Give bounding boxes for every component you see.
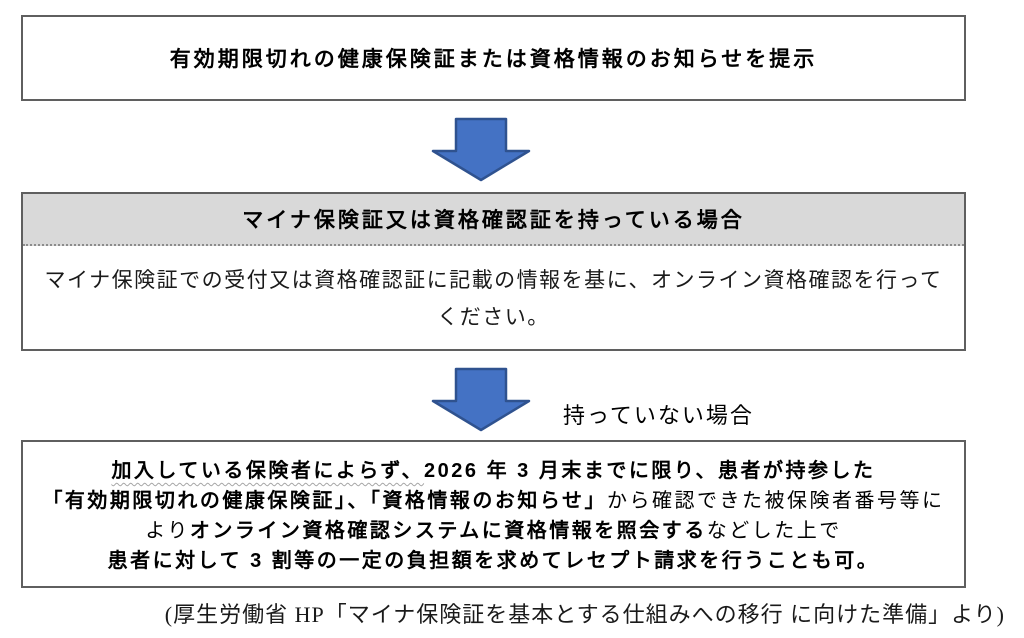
middle-box-body-line1: マイナ保険証での受付又は資格確認証に記載の情報を基に、オンライン資格確認を行って (44, 268, 943, 292)
bottom-box-line: 患者に対して 3 割等の一定の負担額を求めてレセプト請求を行うことも可。 (23, 546, 964, 576)
bottom-box-text-segment: 2026 年 3 月末までに限り、患者が持参した (424, 460, 876, 482)
source-citation: (厚生労働省 HP「マイナ保険証を基本とする仕組みへの移行 に向けた準備」より) (164, 602, 1005, 627)
bottom-box-text-segment: などした上で (706, 520, 842, 542)
bottom-box-text-segment: 「有効期限切れの健康保険証」、「資格情報のお知らせ」 (42, 490, 608, 512)
bottom-box-line: 加入している保険者によらず、2026 年 3 月末までに限り、患者が持参した (23, 456, 964, 486)
middle-box-header-text: マイナ保険証又は資格確認証を持っている場合 (242, 209, 745, 232)
bottom-box-no-card-procedure: 加入している保険者によらず、2026 年 3 月末までに限り、患者が持参した 「… (21, 440, 966, 588)
bottom-box-text-segment: より (145, 520, 190, 542)
down-arrow-icon (430, 367, 532, 433)
bottom-box-text-segment: から確認できた被保険者番号等に (607, 490, 945, 512)
middle-box-body-line2: ください。 (437, 305, 550, 329)
middle-box-has-myna-card: マイナ保険証又は資格確認証を持っている場合 マイナ保険証での受付又は資格確認証に… (21, 192, 966, 351)
top-box-expired-card: 有効期限切れの健康保険証または資格情報のお知らせを提示 (21, 15, 966, 101)
bottom-box-line: よりオンライン資格確認システムに資格情報を照会するなどした上で (23, 516, 964, 546)
middle-box-header: マイナ保険証又は資格確認証を持っている場合 (23, 194, 964, 246)
bottom-box-text-segment: 加入している保険者によらず、 (111, 460, 425, 482)
bottom-box-line: 「有効期限切れの健康保険証」、「資格情報のお知らせ」から確認できた被保険者番号等… (23, 486, 964, 516)
top-box-text: 有効期限切れの健康保険証または資格情報のお知らせを提示 (169, 48, 818, 71)
bottom-box-text-segment: オンライン資格確認システムに資格情報を照会する (189, 520, 707, 542)
bottom-box-text-segment: 患者に対して 3 割等の一定の負担額を求めてレセプト請求を行うことも可。 (107, 550, 880, 572)
arrow-label-no-card: 持っていない場合 (563, 403, 754, 428)
middle-box-body: マイナ保険証での受付又は資格確認証に記載の情報を基に、オンライン資格確認を行って… (23, 246, 964, 336)
down-arrow-icon (430, 117, 532, 183)
